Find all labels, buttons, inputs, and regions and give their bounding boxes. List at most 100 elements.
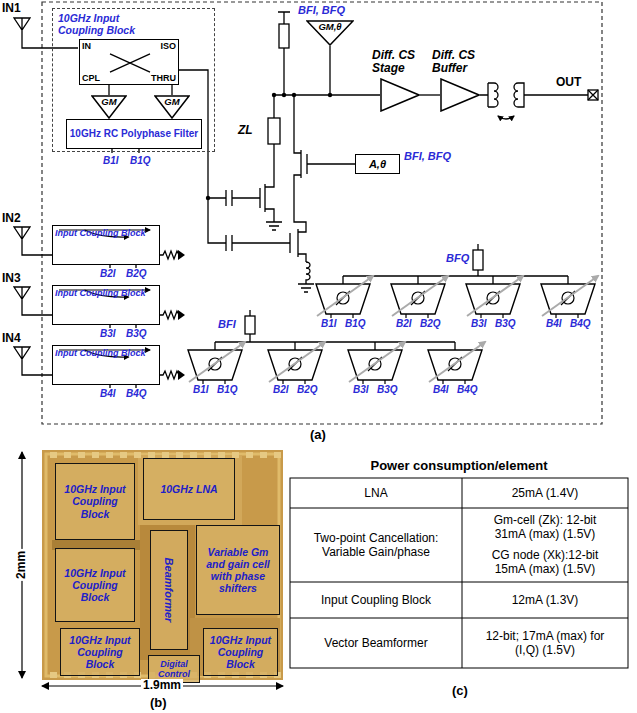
wire (342, 276, 343, 284)
block-label: 10GHz Input Coupling Block (63, 634, 137, 670)
variable-arrow (429, 342, 485, 382)
control-bit: B2I (396, 318, 412, 330)
coupler-symbol (85, 350, 129, 357)
block-label: 10GHz Input Coupling Block (58, 567, 132, 603)
control-bit: B1I (103, 155, 119, 167)
phase-shifter (428, 350, 482, 380)
control-bit: B1Q (217, 384, 238, 396)
bond-pad (274, 452, 281, 458)
drawing-part (245, 316, 255, 334)
filter-box: A,θ (355, 154, 400, 174)
phase-shifter (268, 350, 322, 380)
port-label: IN1 (2, 2, 21, 16)
table-cell: 12-bit; 17mA (max) for (I,Q) (1.5V) (485, 629, 605, 658)
connector (108, 85, 109, 95)
variable-arrow (269, 342, 325, 382)
block-label: GM (154, 97, 190, 108)
drawing-part (292, 93, 296, 97)
phase-shifter (541, 284, 595, 314)
wire (454, 342, 455, 350)
panel-label: (a) (310, 428, 326, 443)
control-bit: B1Q (345, 318, 366, 330)
connector (171, 85, 172, 95)
drawing-part (260, 95, 282, 230)
table-title: Power consumption/element (371, 459, 548, 474)
wire (417, 276, 418, 284)
triangle-outline (92, 96, 126, 118)
block-label: Input Coupling Block (55, 288, 157, 298)
block-label: Variable Gm and gain cell with phase shi… (199, 546, 277, 594)
control-bit: B3I (100, 328, 116, 340)
bond-pad (78, 452, 85, 458)
wire (374, 342, 375, 350)
coupler-symbol (85, 230, 129, 237)
coupler-symbol (85, 290, 129, 297)
panel-label: (c) (452, 684, 468, 699)
control-bit: B4I (433, 384, 449, 396)
gm-triangle: GM (154, 95, 190, 119)
control-pin (443, 380, 465, 384)
control-bit: B1I (193, 384, 209, 396)
chip-block: 10GHz Input Coupling Block (55, 548, 135, 622)
drawing-part (14, 227, 52, 255)
triangle-outline (307, 21, 353, 45)
wire (294, 342, 295, 350)
variable-arrow (349, 342, 405, 382)
bond-pad (92, 452, 99, 458)
wire (492, 276, 493, 284)
control-bit: B4I (546, 318, 562, 330)
drawing-part (206, 196, 210, 200)
control-pin (331, 314, 353, 318)
block-label: Input Coupling Block (55, 228, 157, 238)
gm-triangle: GM,θ (306, 20, 354, 46)
drawing-part (278, 12, 290, 95)
control-signal: BFI, BFQ (404, 150, 451, 163)
control-pin (556, 314, 578, 318)
control-bit: B3Q (126, 328, 147, 340)
gm-triangle: GM (91, 95, 127, 119)
block-label: Beamformer (163, 558, 176, 623)
drawing-part (140, 525, 195, 660)
drawing-part (294, 95, 355, 232)
drawing-part (290, 478, 628, 668)
control-bit: B4Q (126, 388, 147, 400)
wire (214, 342, 215, 350)
triangle-outline (155, 96, 189, 118)
bond-pad (50, 452, 57, 458)
port-label: IN4 (2, 332, 21, 346)
coupler-symbol (59, 229, 150, 230)
table-cell: Two-point Cancellation: Variable Gain/ph… (311, 531, 441, 560)
chip-block: 10GHz Input Coupling Block (55, 463, 135, 540)
drawing-part (138, 455, 242, 525)
block-label: GM,θ (306, 22, 354, 33)
triangle-outline (381, 79, 419, 111)
drawing-part (290, 229, 306, 262)
control-bit: B1I (321, 318, 337, 330)
control-bit: B2Q (297, 384, 318, 396)
dashed-block: 10GHz Input Coupling BlockINISOCPLTHRUGM… (52, 8, 215, 152)
control-signal: BFI (218, 318, 236, 331)
port-label: IN3 (2, 272, 21, 286)
bond-pad (134, 452, 141, 458)
chip-block: Variable Gm and gain cell with phase shi… (196, 525, 280, 615)
drawing-part (190, 618, 280, 676)
table-cell: Gm-cell (Zk): 12-bit 31mA (max) (1.5V) (483, 513, 608, 542)
block-label: 10GHz Input Coupling Block (206, 634, 275, 670)
drawing-part (282, 93, 286, 97)
drawing-part (160, 251, 179, 259)
drawing-part (473, 250, 483, 270)
control-pin (481, 314, 503, 318)
bond-pad (106, 452, 113, 458)
control-bit: B3Q (377, 384, 398, 396)
block-label: Diff. CS Buffer (432, 49, 496, 75)
drawing-part (250, 244, 478, 342)
phase-shifter (466, 284, 520, 314)
phase-shifter (391, 284, 445, 314)
control-bit: B4I (100, 388, 116, 400)
control-signal: BFI, BFQ (298, 4, 345, 17)
variable-arrow (317, 276, 373, 316)
drawing-part (329, 46, 330, 95)
drawing-part (46, 454, 279, 676)
variable-arrow (392, 276, 448, 316)
control-bit: B2I (100, 268, 116, 280)
